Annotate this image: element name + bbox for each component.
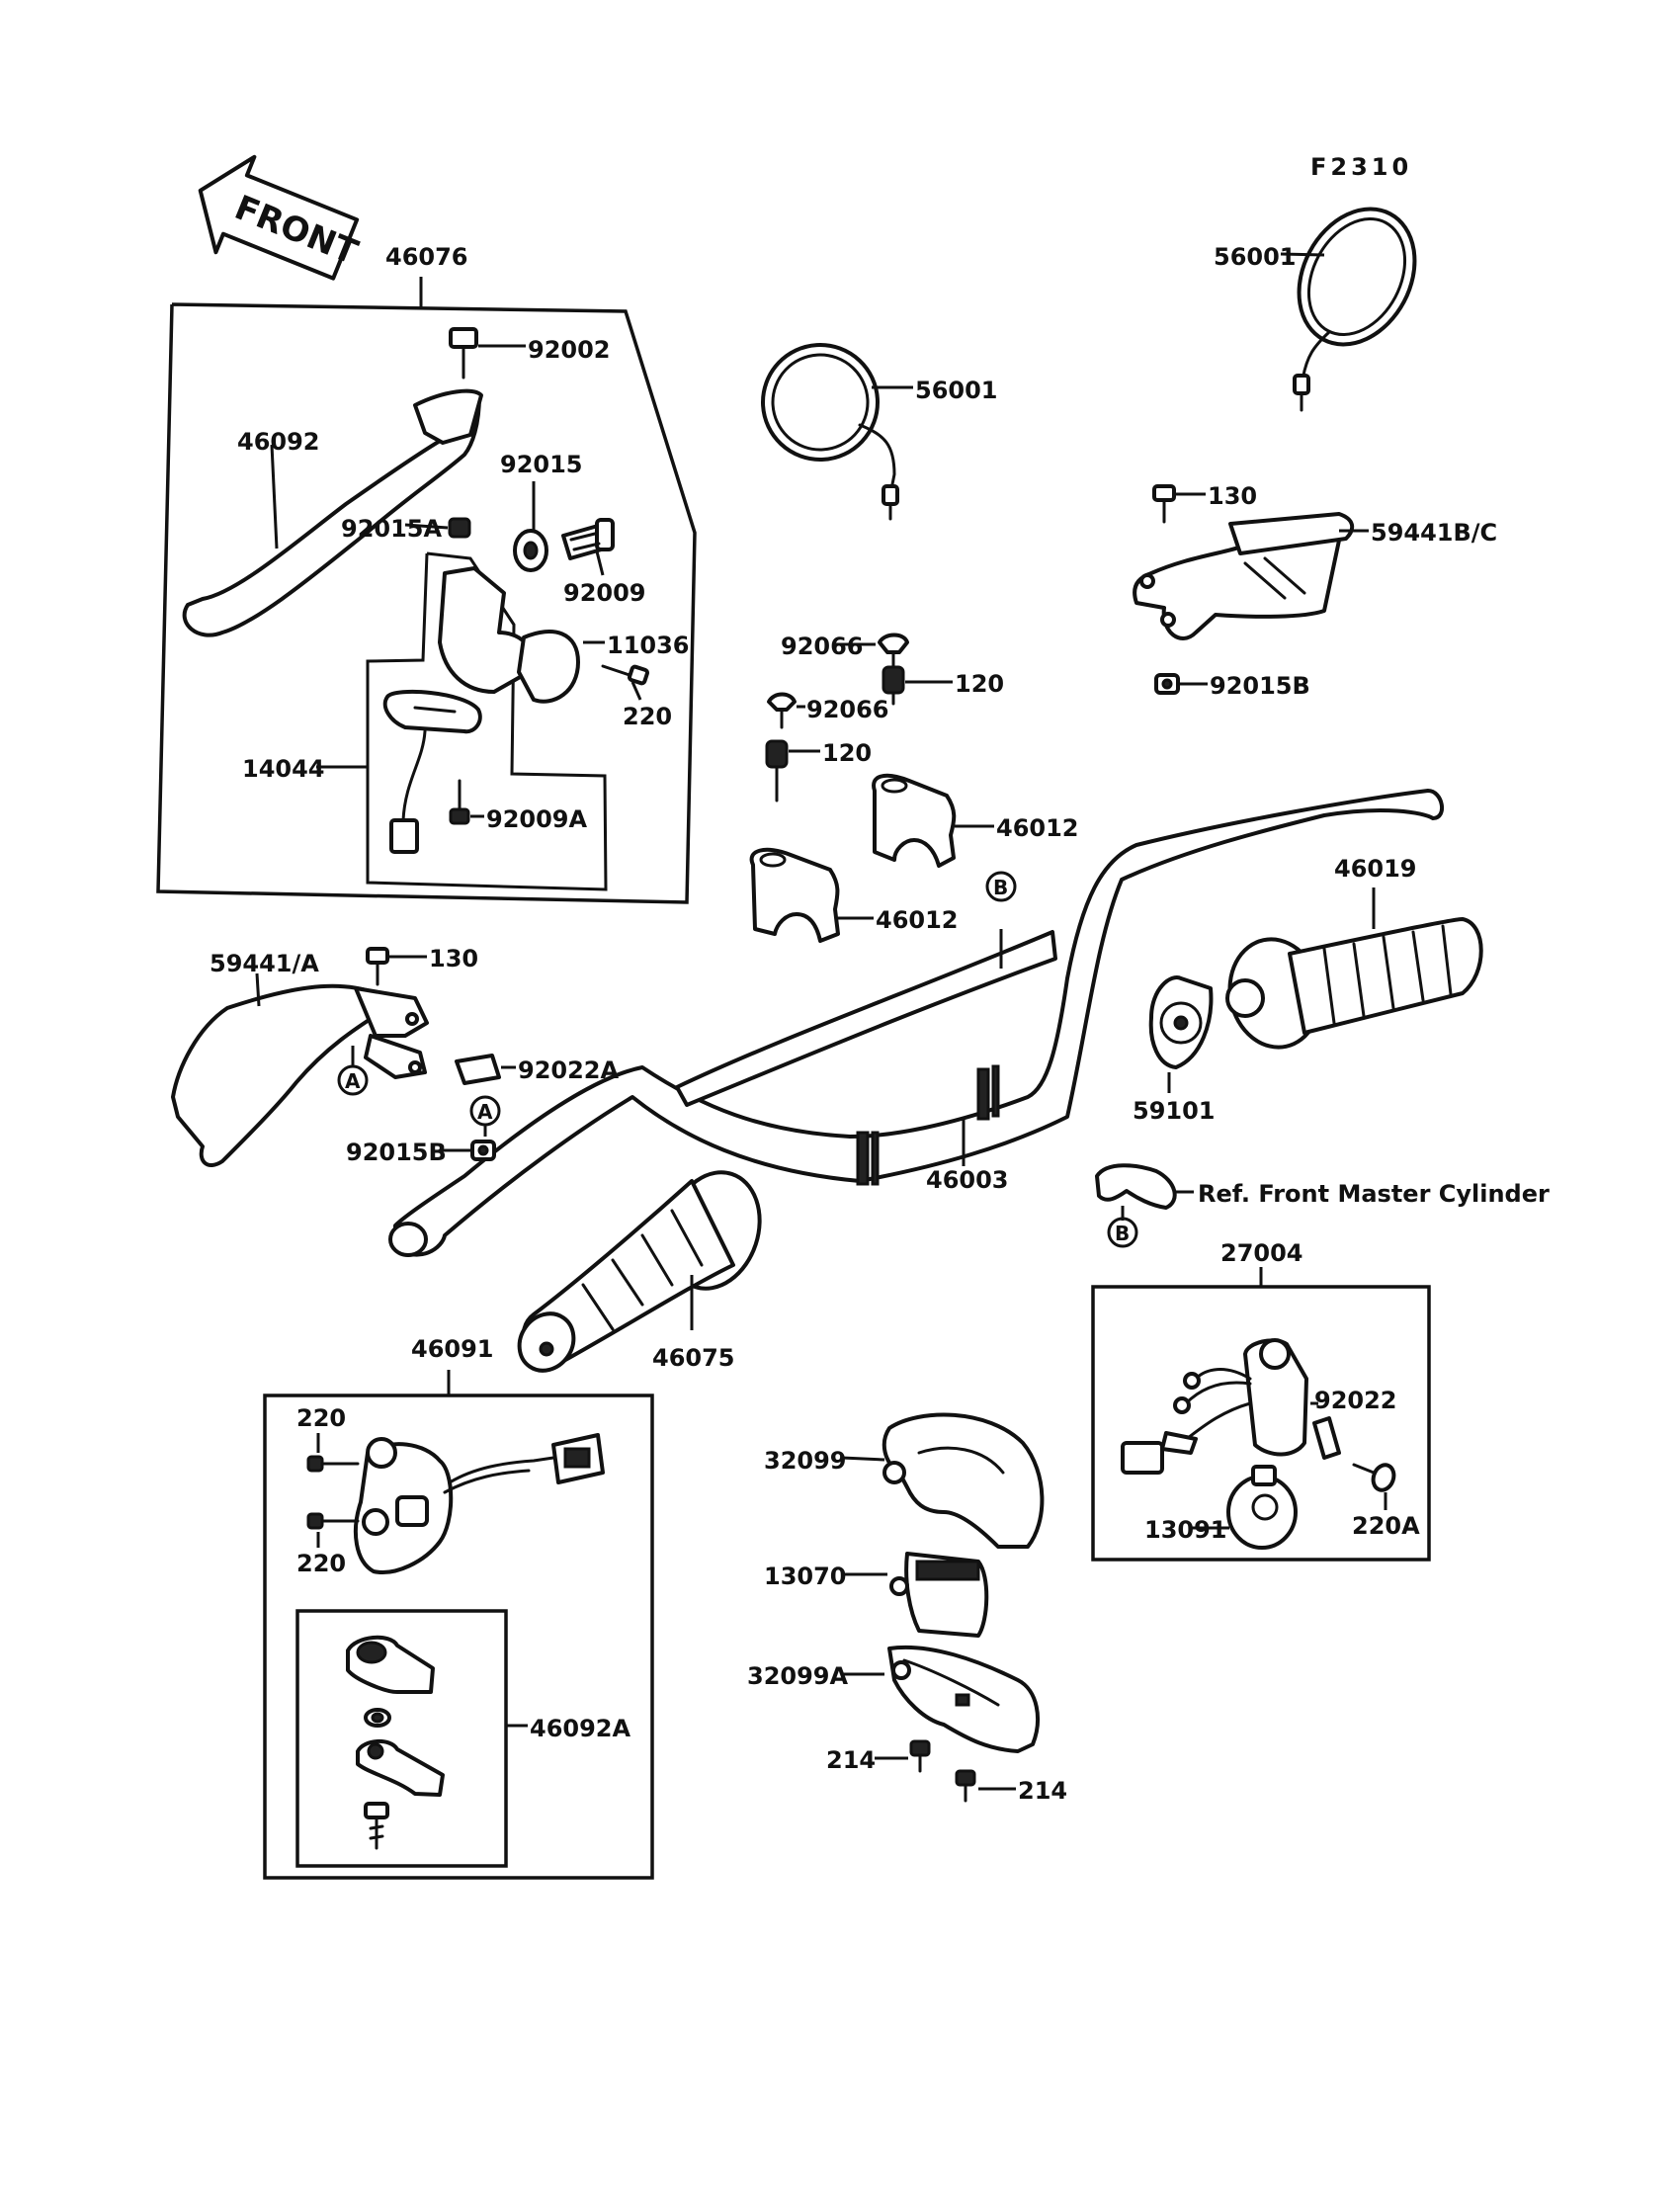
hand-guard-left [171,983,429,1167]
bolt-130-right [1152,484,1176,524]
screw-214-right [955,1769,976,1803]
nut-92015A [448,517,471,539]
assembly-46076: 46076 46092 92002 92015A 92015 92009 [156,243,697,904]
clip-92022A [455,1054,501,1085]
bolt-220-lever [601,664,649,686]
part-label-32099: 32099 [764,1447,847,1475]
screw-220A [1352,1463,1396,1492]
callout-b-top: B [985,871,1017,902]
throttle-grip [1225,917,1483,1050]
figure-code: F2310 [1310,153,1412,181]
part-label-92066-a: 92066 [781,633,864,660]
part-label-92009A: 92009A [486,805,587,833]
part-label-92002: 92002 [528,336,611,364]
callout-a-mid: A [469,1095,501,1127]
throttle-housing [1148,975,1214,1069]
part-label-11036: 11036 [607,632,690,659]
adjuster-screw [561,518,615,560]
svg-text:A: A [477,1100,493,1124]
part-label-59101: 59101 [1133,1097,1216,1125]
part-label-13091: 13091 [1144,1516,1227,1544]
nut-92015B-left [470,1140,496,1161]
handlebar-clamp-lower [749,847,840,943]
ref-note: Ref. Front Master Cylinder [1198,1180,1550,1208]
pivot-bolt [449,327,478,380]
screw-214-left [909,1739,931,1773]
part-label-46092: 46092 [237,428,320,456]
nut-92015B-right [1154,673,1180,695]
part-label-120-a: 120 [955,670,1004,698]
part-label-46012-a: 46012 [996,814,1079,842]
part-label-220-lower: 220 [296,1550,346,1577]
bolt-130-left [366,947,389,986]
part-label-92022A: 92022A [518,1056,619,1084]
callout-b-bottom: B [1107,1217,1138,1248]
svg-text:B: B [1115,1222,1130,1245]
part-label-59441A: 59441/A [210,950,319,977]
clutch-switch [382,689,482,734]
part-label-46092A: 46092A [530,1715,630,1742]
clutch-lever [182,393,481,637]
assembly-27004: 27004 92022 220A 13091 [1091,1239,1431,1562]
clamp-bolts [765,633,909,803]
part-label-220-upper: 220 [296,1404,346,1432]
left-grip [517,1170,762,1373]
part-label-220-lever: 220 [623,703,672,730]
brake-switch-body [1121,1338,1308,1475]
front-arrow-icon: FRONT [198,154,364,281]
part-label-46075: 46075 [652,1344,735,1372]
switch-13070 [889,1552,989,1638]
master-cylinder-clamp [1095,1163,1177,1210]
part-label-130-right: 130 [1208,482,1257,510]
hand-guard-right [1133,512,1355,640]
part-label-214-right: 214 [1018,1777,1067,1805]
part-label-92015B-right: 92015B [1210,672,1310,700]
part-label-130-left: 130 [429,945,478,972]
part-label-46003: 46003 [926,1166,1009,1194]
part-label-27004: 27004 [1220,1239,1303,1267]
callout-a-left: A [337,1064,369,1096]
assembly-46091: 46091 220 220 [263,1335,654,1880]
housing-32099 [882,1412,1045,1549]
screw-92009A [449,779,470,825]
screw-220-upper [306,1455,360,1473]
left-switch-housing [353,1433,605,1574]
part-label-92009: 92009 [563,579,646,607]
mirror-left [761,343,899,521]
part-label-56001-right: 56001 [1214,243,1297,271]
part-label-92022: 92022 [1314,1387,1397,1414]
part-label-46076: 46076 [385,243,468,271]
part-label-92015B-left: 92015B [346,1139,447,1166]
part-label-92066-b: 92066 [806,696,889,723]
part-label-92015A: 92015A [341,515,442,543]
part-label-92015: 92015 [500,451,583,478]
part-label-220A: 220A [1352,1512,1420,1540]
part-label-46012-b: 46012 [876,906,959,934]
part-label-214-left: 214 [826,1746,876,1774]
handlebar [388,789,1444,1257]
part-label-46091: 46091 [411,1335,494,1363]
housing-32099A [887,1645,1040,1753]
part-label-13070: 13070 [764,1563,847,1590]
part-label-120-b: 120 [822,739,872,767]
svg-text:A: A [345,1069,361,1093]
part-label-46019: 46019 [1334,855,1417,883]
part-label-32099A: 32099A [747,1662,848,1690]
choke-lever-parts [346,1635,445,1850]
part-label-56001-left: 56001 [915,377,998,404]
svg-text:B: B [993,876,1008,899]
handlebar-clamp-upper [872,773,957,868]
switch-13091 [1226,1465,1298,1550]
part-label-14044: 14044 [242,755,325,783]
screw-220-lower [306,1512,360,1530]
part-label-59441BC: 59441B/C [1371,519,1497,547]
mirror-right [1293,207,1417,412]
